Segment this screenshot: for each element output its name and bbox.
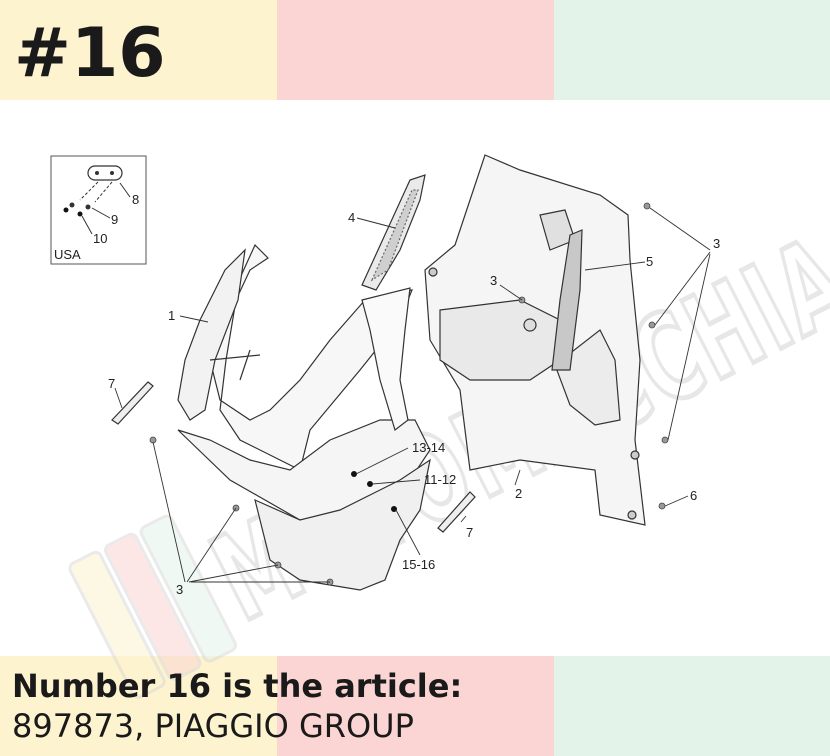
callout-13-14: 13-14: [412, 440, 445, 455]
article-number: 897873, PIAGGIO GROUP: [12, 707, 414, 745]
callout-15-16: 15-16: [402, 557, 435, 572]
top-color-band: [0, 0, 830, 100]
usa-label: USA: [54, 247, 81, 262]
vent-grille-part: [356, 174, 426, 291]
callout-3-center: 3: [490, 273, 497, 288]
callout-11-12: 11-12: [424, 472, 456, 487]
callout-3-right: 3: [713, 236, 720, 251]
side-strip-part: [551, 229, 583, 371]
callout-4: 4: [348, 210, 355, 225]
fastener-dots: [351, 471, 397, 512]
part-number-title: #16: [14, 14, 166, 93]
callout-7-right: 7: [466, 525, 473, 540]
callout-3-bottom: 3: [176, 582, 183, 597]
callout-2: 2: [515, 486, 522, 501]
svg-text:8: 8: [132, 192, 139, 207]
leader-lines: [114, 207, 711, 583]
callout-6: 6: [690, 488, 697, 503]
callout-7-left: 7: [108, 376, 115, 391]
usa-inset: 8 9 10 USA: [50, 155, 147, 265]
leg-shield-back-part: [424, 154, 646, 526]
svg-text:10: 10: [93, 231, 107, 246]
callout-5: 5: [646, 254, 653, 269]
article-caption: Number 16 is the article:: [12, 667, 463, 705]
svg-text:9: 9: [111, 212, 118, 227]
callout-labels: 1 2 3 3 3 4 5 6 7 7 11-12 13-14 15-16: [108, 210, 720, 597]
callout-1: 1: [168, 308, 175, 323]
front-shield-part: [177, 243, 431, 591]
trim-strip-parts: [111, 381, 476, 533]
